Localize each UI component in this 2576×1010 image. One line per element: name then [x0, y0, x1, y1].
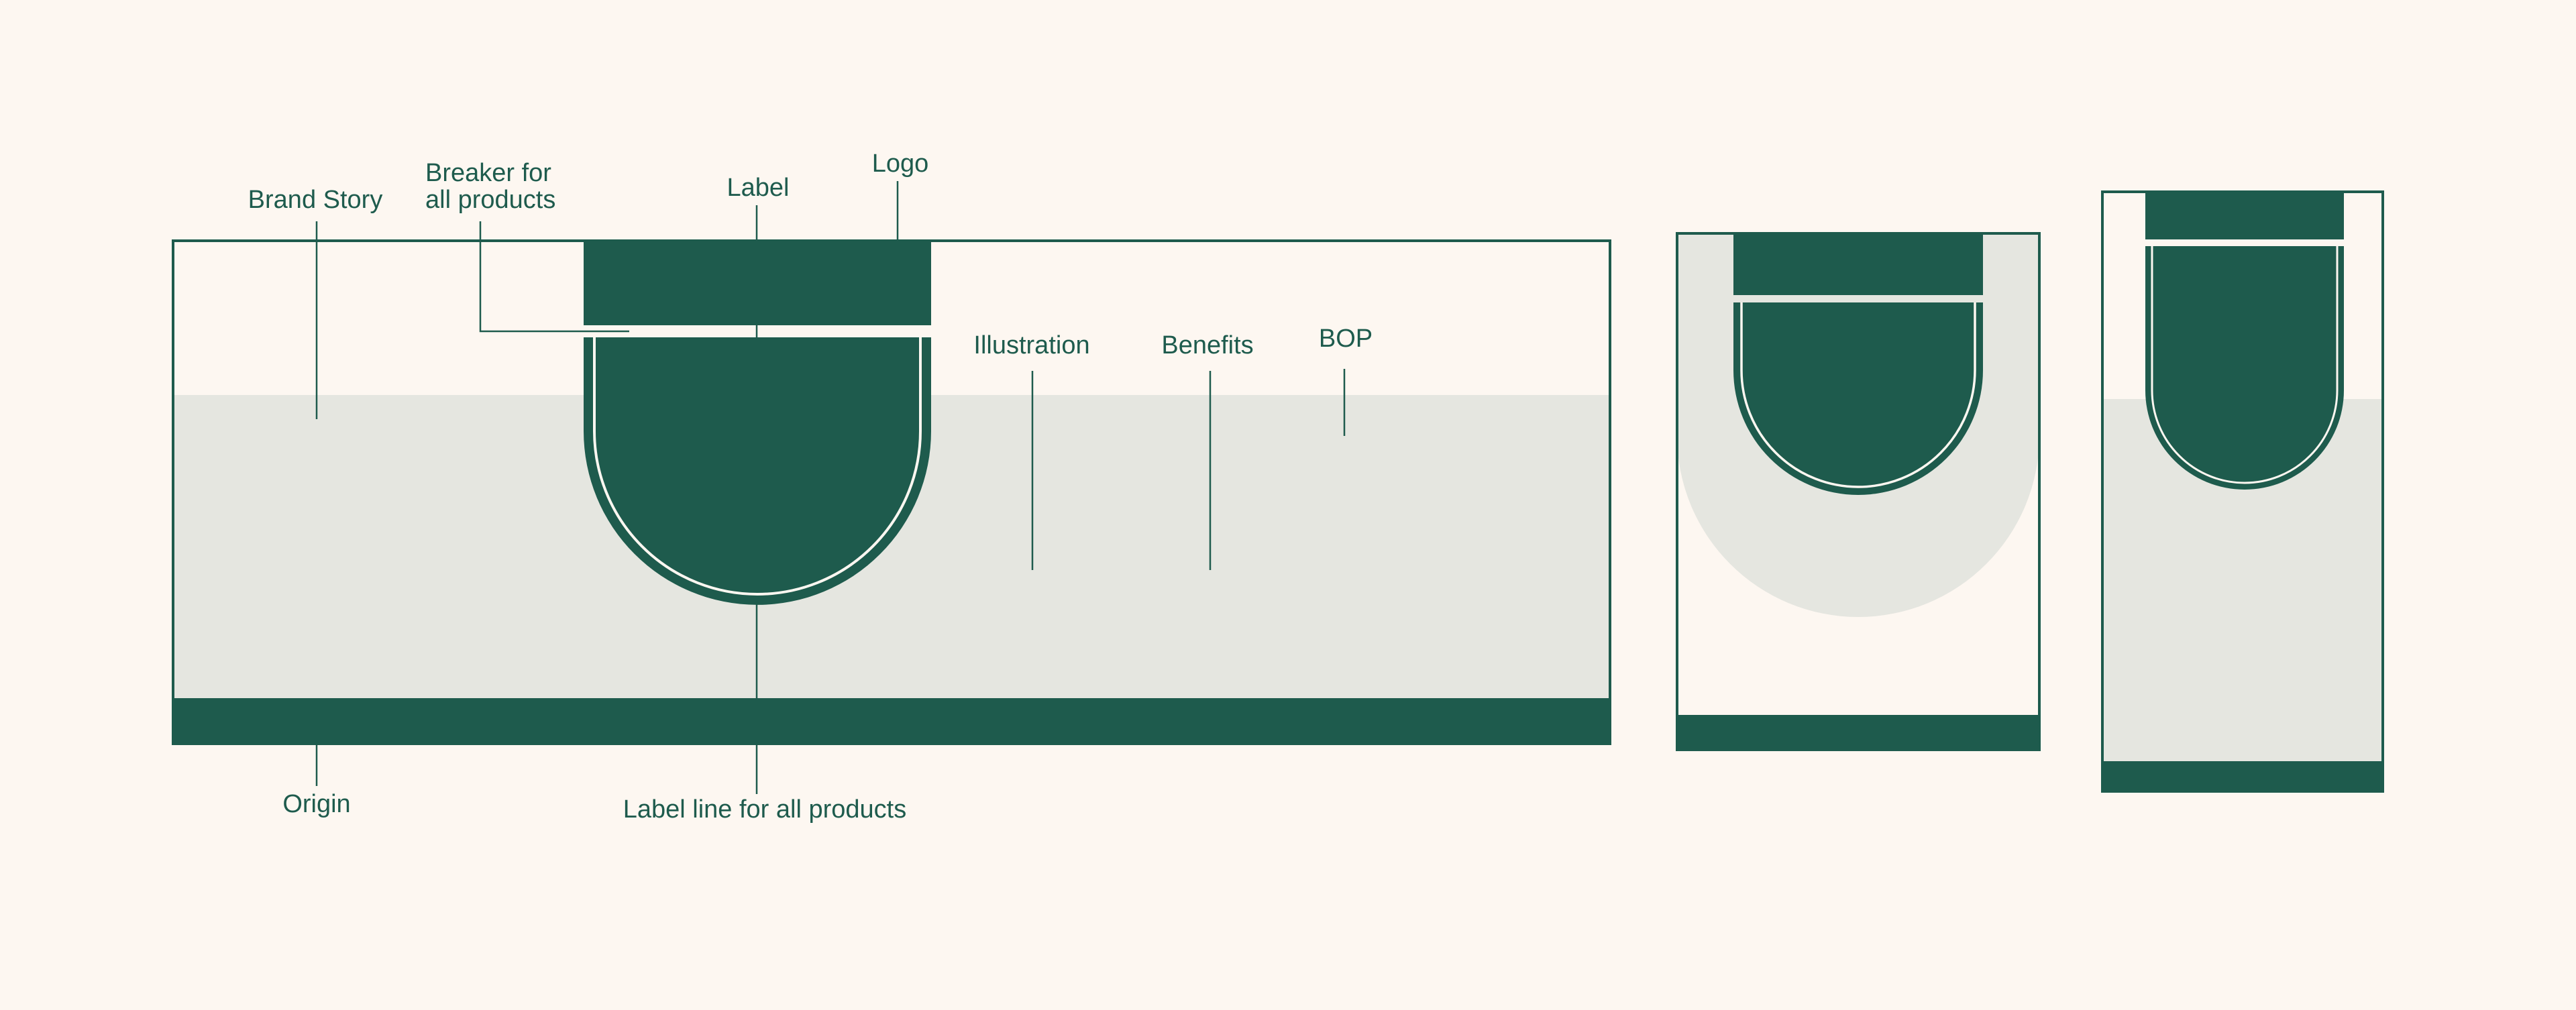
benefits-label: Benefits	[1161, 331, 1253, 359]
wide-panel-origin-band	[173, 698, 1610, 744]
arch-shape	[584, 337, 931, 605]
medium-panel-bottom-band	[1677, 715, 2039, 750]
medium-label-block	[1733, 233, 1983, 295]
label-label: Label	[727, 174, 790, 202]
breaker-label-line2: all products	[425, 186, 555, 214]
origin-label: Origin	[282, 790, 350, 818]
illustration-label: Illustration	[973, 331, 1089, 359]
arch-inner-line	[593, 337, 922, 596]
tall-label-block	[2145, 192, 2344, 239]
medium-layout-panel	[1676, 232, 2041, 751]
label-block	[584, 241, 931, 325]
tall-panel-bottom-band	[2102, 761, 2383, 791]
wide-layout-panel: Brand Story Breaker for all products Lab…	[172, 150, 1611, 824]
medium-arch-inner-line	[1740, 302, 1976, 488]
breaker-label-line1: Breaker for	[425, 159, 551, 187]
medium-arch-shape	[1733, 302, 1983, 495]
bop-label: BOP	[1319, 325, 1373, 353]
logo-label: Logo	[872, 150, 929, 178]
label-line-label: Label line for all products	[623, 795, 906, 824]
tall-arch-inner-line	[2151, 246, 2339, 484]
brand-story-label: Brand Story	[248, 186, 383, 214]
tall-layout-panel	[2101, 190, 2384, 793]
tall-arch-shape	[2145, 246, 2344, 490]
breaker-leader	[479, 221, 629, 333]
